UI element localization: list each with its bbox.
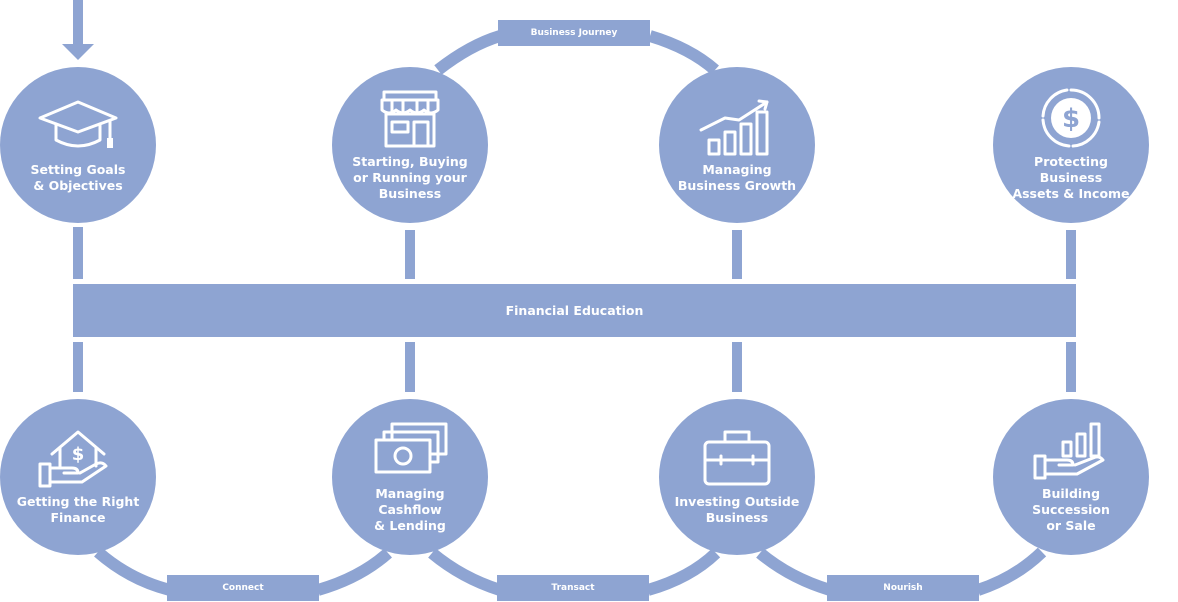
node-label: Managing Cashflow & Lending	[374, 486, 446, 533]
node-label: Building Succession or Sale	[1032, 486, 1110, 533]
connect-arc-right	[316, 548, 392, 596]
nourish-tag: Nourish	[827, 575, 979, 601]
cash-stack-icon	[374, 422, 448, 474]
nourish-arc-right	[976, 547, 1047, 596]
house-dollar-hand-icon: $	[38, 430, 108, 488]
node-protecting-assets: $ Protecting Business Assets & Income	[993, 67, 1149, 223]
node-cashflow-lending: Managing Cashflow & Lending	[332, 399, 488, 555]
vertical-connectors	[73, 227, 1076, 392]
node-setting-goals: Setting Goals & Objectives	[0, 67, 156, 223]
financial-education-bar: Financial Education	[73, 284, 1076, 337]
connect-tag: Connect	[167, 575, 319, 601]
storefront-icon	[380, 90, 440, 148]
transact-tag: Transact	[497, 575, 649, 601]
node-label: Investing Outside Business	[674, 494, 800, 525]
svg-text:$: $	[72, 444, 85, 465]
node-succession-sale: Building Succession or Sale	[993, 399, 1149, 555]
journey-arc-right	[648, 30, 719, 75]
svg-text:$: $	[1062, 104, 1080, 134]
node-starting-business: Starting, Buying or Running your Busines…	[332, 67, 488, 223]
journey-arc-left	[434, 30, 502, 75]
node-investing-outside: Investing Outside Business	[659, 399, 815, 555]
briefcase-icon	[703, 430, 771, 486]
node-label: Setting Goals & Objectives	[30, 162, 126, 193]
node-label: Protecting Business Assets & Income	[1012, 154, 1130, 201]
graduation-cap-icon	[38, 100, 118, 148]
entry-arrow-head	[62, 44, 94, 60]
transact-arc-right	[646, 548, 721, 596]
node-label: Starting, Buying or Running your Busines…	[352, 154, 468, 201]
dollar-shield-icon: $	[1041, 88, 1101, 148]
node-label: Managing Business Growth	[677, 162, 797, 193]
node-label: Getting the Right Finance	[16, 494, 140, 525]
business-journey-tag: Business Journey	[498, 20, 650, 46]
connect-arc-left	[94, 547, 172, 596]
nourish-arc-left	[756, 548, 832, 596]
transact-arc-left	[428, 548, 502, 596]
node-right-finance: $ Getting the Right Finance	[0, 399, 156, 555]
node-managing-growth: Managing Business Growth	[659, 67, 815, 223]
growth-chart-icon	[699, 99, 769, 156]
hand-bar-chart-icon	[1033, 422, 1105, 480]
